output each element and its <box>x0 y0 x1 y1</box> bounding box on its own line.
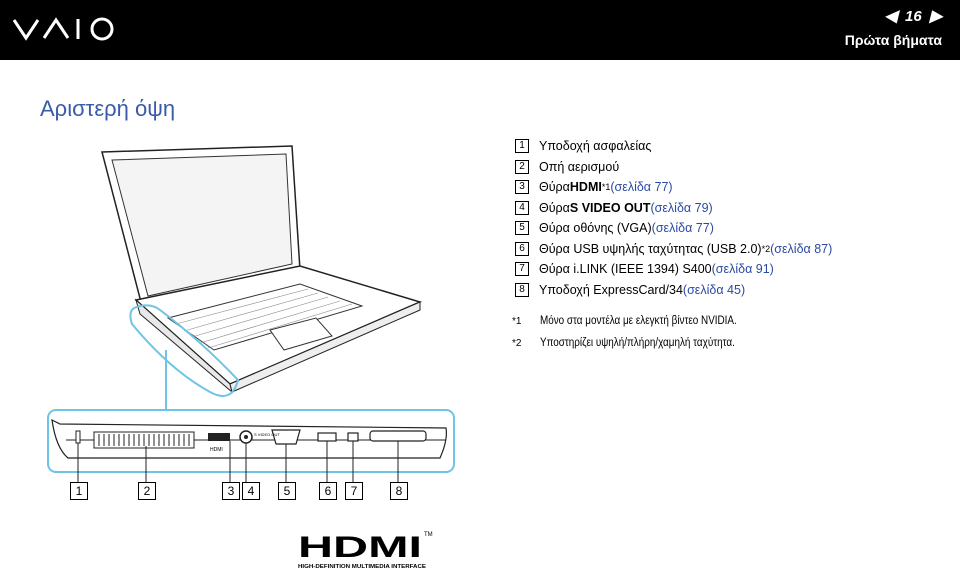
callout-2: 2 <box>138 482 156 500</box>
callout-7: 7 <box>345 482 363 500</box>
item-text: Υποδοχή ασφαλείας <box>539 139 652 154</box>
section-name: Πρώτα βήματα <box>844 32 942 48</box>
page-header: ◀ 16 ▶ Πρώτα βήματα <box>0 0 960 60</box>
port-list-item: 1 Υποδοχή ασφαλείας <box>515 136 832 157</box>
footnote-mark: *1 <box>512 315 522 327</box>
item-text: S VIDEO OUT <box>569 200 651 215</box>
page-navigation: ◀ 16 ▶ <box>885 6 942 26</box>
item-text: Θύρα <box>539 200 570 215</box>
callout-3: 3 <box>222 482 240 500</box>
item-number-box: 1 <box>515 139 529 154</box>
callout-4: 4 <box>242 482 260 500</box>
page-reference-link[interactable]: (σελίδα 91) <box>711 262 774 277</box>
svideo-port-label: S VIDEO OUT <box>254 432 280 437</box>
item-text: HDMI <box>569 180 602 195</box>
callout-8: 8 <box>390 482 408 500</box>
port-list-item: 5 Θύρα οθόνης (VGA) (σελίδα 77) <box>515 218 832 239</box>
port-list-item: 4 Θύρα S VIDEO OUT (σελίδα 79) <box>515 198 832 219</box>
item-text: Θύρα i.LINK (IEEE 1394) S400 <box>539 262 712 277</box>
svg-text:TM: TM <box>424 532 433 538</box>
arrow-left-icon[interactable]: ◀ <box>884 8 897 25</box>
page-number: 16 <box>905 7 922 25</box>
item-number-box: 3 <box>515 180 529 195</box>
page-reference-link[interactable]: (σελίδα 87) <box>770 241 833 256</box>
arrow-right-icon[interactable]: ▶ <box>929 8 942 25</box>
footnote: *1 Μόνο στα μοντέλα με ελεγκτή βίντεο NVI… <box>512 310 769 332</box>
callout-5: 5 <box>278 482 296 500</box>
item-number-box: 6 <box>515 241 529 256</box>
callout-1: 1 <box>70 482 88 500</box>
vaio-logo <box>12 14 122 49</box>
footnote-marker: *1 <box>601 182 611 193</box>
item-text: Υποδοχή ExpressCard/34 <box>539 282 683 297</box>
footnote-mark: *2 <box>512 337 522 349</box>
footnote-marker: *2 <box>761 243 771 254</box>
item-text: Θύρα οθόνης (VGA) <box>539 221 652 236</box>
item-text: Θύρα USB υψηλής ταχύτητας (USB 2.0) <box>539 241 762 256</box>
item-number-box: 5 <box>515 221 529 236</box>
item-number-box: 4 <box>515 200 529 215</box>
page-reference-link[interactable]: (σελίδα 77) <box>651 221 714 236</box>
port-list-item: 3 Θύρα HDMI*1 (σελίδα 77) <box>515 177 832 198</box>
item-text: Θύρα <box>539 180 570 195</box>
callout-6: 6 <box>319 482 337 500</box>
hdmi-port-label: HDMI <box>210 447 223 453</box>
footnotes: *1 Μόνο στα μοντέλα με ελεγκτή βίντεο NVI… <box>512 310 769 354</box>
page-reference-link[interactable]: (σελίδα 79) <box>650 200 713 215</box>
footnote-text: Μόνο στα μοντέλα με ελεγκτή βίντεο NVIDI… <box>540 315 737 327</box>
footnote-text: Υποστηρίζει υψηλή/πλήρη/χαμηλή ταχύτητα. <box>540 337 735 349</box>
port-list-item: 6 Θύρα USB υψηλής ταχύτητας (USB 2.0)*2 (… <box>515 239 832 260</box>
port-list-item: 2 Οπή αερισμού <box>515 157 832 178</box>
page-reference-link[interactable]: (σελίδα 77) <box>610 180 673 195</box>
svg-text:HDMI: HDMI <box>298 531 422 564</box>
item-number-box: 8 <box>515 282 529 297</box>
svg-text:HIGH-DEFINITION MULTIMEDIA INT: HIGH-DEFINITION MULTIMEDIA INTERFACE <box>298 564 426 570</box>
item-number-box: 2 <box>515 159 529 174</box>
item-text: Οπή αερισμού <box>539 159 620 174</box>
footnote: *2 Υποστηρίζει υψηλή/πλήρη/χαμηλή ταχύτητ… <box>512 332 769 354</box>
page-title: Αριστερή όψη <box>40 96 176 121</box>
page-reference-link[interactable]: (σελίδα 45) <box>682 282 746 297</box>
port-list-item: 8 Υποδοχή ExpressCard/34 (σελίδα 45) <box>515 280 832 301</box>
hdmi-logo: HDMI TM HIGH-DEFINITION MULTIMEDIA INTER… <box>298 531 433 570</box>
item-number-box: 7 <box>515 262 529 277</box>
port-list-item: 7 Θύρα i.LINK (IEEE 1394) S400 (σελίδα 91… <box>515 259 832 280</box>
